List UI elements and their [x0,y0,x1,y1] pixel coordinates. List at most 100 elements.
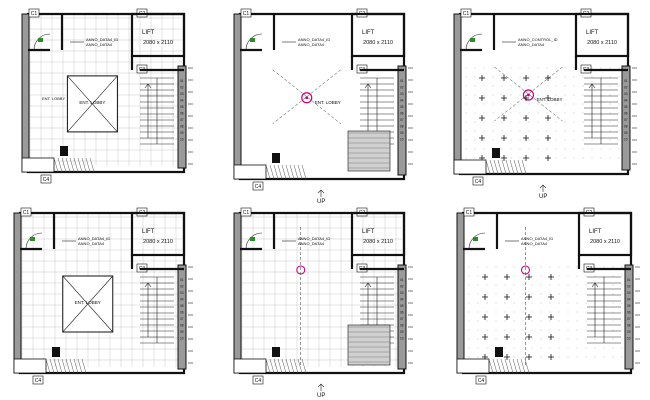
ceiling-dot [477,302,479,304]
ceiling-dot [546,139,548,141]
column-box [463,207,475,217]
ceiling-dot [495,275,497,277]
void-cross [67,75,118,133]
ceiling-dot [567,275,569,277]
right-wall [397,65,407,176]
ceiling-dot [501,85,503,87]
entrance-band [21,157,55,173]
ceiling-light-icon [526,354,532,360]
threshold-hatch [61,157,67,173]
ceiling-dot [603,266,605,268]
ceiling-dot [519,112,521,114]
threshold-hatch [289,358,295,374]
threshold-hatch [497,159,503,175]
ceiling-dot [474,130,476,132]
ceiling-dot [621,293,623,295]
stair-arrow [591,282,599,337]
stair-number: 10 [180,337,184,341]
ceiling-dot [513,356,515,358]
stair-number: 02 [400,86,404,90]
ceiling-dot [618,139,620,141]
ceiling-dot [582,94,584,96]
threshold-hatch [293,164,299,180]
stair-number: 01 [627,278,631,282]
entrance-band [233,358,267,374]
ceiling-dot [537,148,539,150]
lobby-label: ENT. LOBBY [75,300,101,305]
threshold-hatch [89,157,95,173]
ceiling-dot [510,121,512,123]
lift-size: 2080 x 2110 [587,40,617,46]
ceiling-dot [558,320,560,322]
green-marker [470,38,475,42]
ceiling-dot [549,266,551,268]
stair-arrow [588,83,596,138]
ceiling-dot [486,302,488,304]
ceiling-dot [555,85,557,87]
ceiling-dot [468,347,470,349]
ceiling-dot [531,266,533,268]
ceiling-dot [567,284,569,286]
note-line-2: ANNO_DATA4 [78,241,105,246]
ceiling-dot [486,329,488,331]
ceiling-light-icon [548,294,554,300]
column-tag: C1 [31,11,38,17]
threshold-hatch [269,358,275,374]
ceiling-dot [495,266,497,268]
ceiling-dot [483,85,485,87]
threshold-hatch [293,358,299,374]
ceiling-dot [564,103,566,105]
threshold-hatch [516,358,522,374]
ceiling-dot [531,284,533,286]
ceiling-light-icon [504,274,510,280]
up-label: UP [539,194,547,200]
stair-number: 02 [627,285,631,289]
right-wall [177,65,187,169]
ceiling-dot [510,112,512,114]
lift-title: LIFT [589,229,602,235]
stair-number: 04 [400,298,404,302]
left-wall-column [13,212,22,374]
ceiling-dot [519,85,521,87]
threshold-hatch [281,358,287,374]
ceiling-dot [549,284,551,286]
lift-title: LIFT [142,229,155,235]
ceiling-dot [510,103,512,105]
ceiling-dot [513,302,515,304]
threshold-hatch [77,358,83,374]
threshold-hatch [297,358,303,374]
ceiling-dot [609,76,611,78]
green-marker [250,38,255,42]
ceiling-dot [558,302,560,304]
stair-number: 01 [180,278,184,282]
ceiling-light-icon [479,95,485,101]
ceiling-dot [510,130,512,132]
ceiling-dot [564,94,566,96]
ceiling-dot [573,103,575,105]
ceiling-dot [501,94,503,96]
stair-number: 05 [180,105,184,109]
ceiling-dot [537,112,539,114]
ceiling-dot [474,157,476,159]
ceiling-dot [468,329,470,331]
threshold-hatch [265,164,271,180]
ceiling-dot [501,112,503,114]
ceiling-dot [612,347,614,349]
note-line-1: ANNO_DATA4_ID [298,236,330,241]
ceiling-dot [495,320,497,322]
ceiling-dot [519,130,521,132]
ceiling-dot [468,356,470,358]
ceiling-light-icon [545,155,551,161]
ceiling-dot [540,284,542,286]
ceiling-light-icon [482,334,488,340]
ceiling-light-icon [523,75,529,81]
ceiling-dot [522,302,524,304]
lift-size: 2080 x 2110 [143,40,173,46]
ceiling-dot [540,266,542,268]
lift-size: 2080 x 2110 [363,40,393,46]
ceiling-dot [519,67,521,69]
ceiling-dot [540,347,542,349]
ceiling-dot [558,293,560,295]
ceiling-dot [573,130,575,132]
